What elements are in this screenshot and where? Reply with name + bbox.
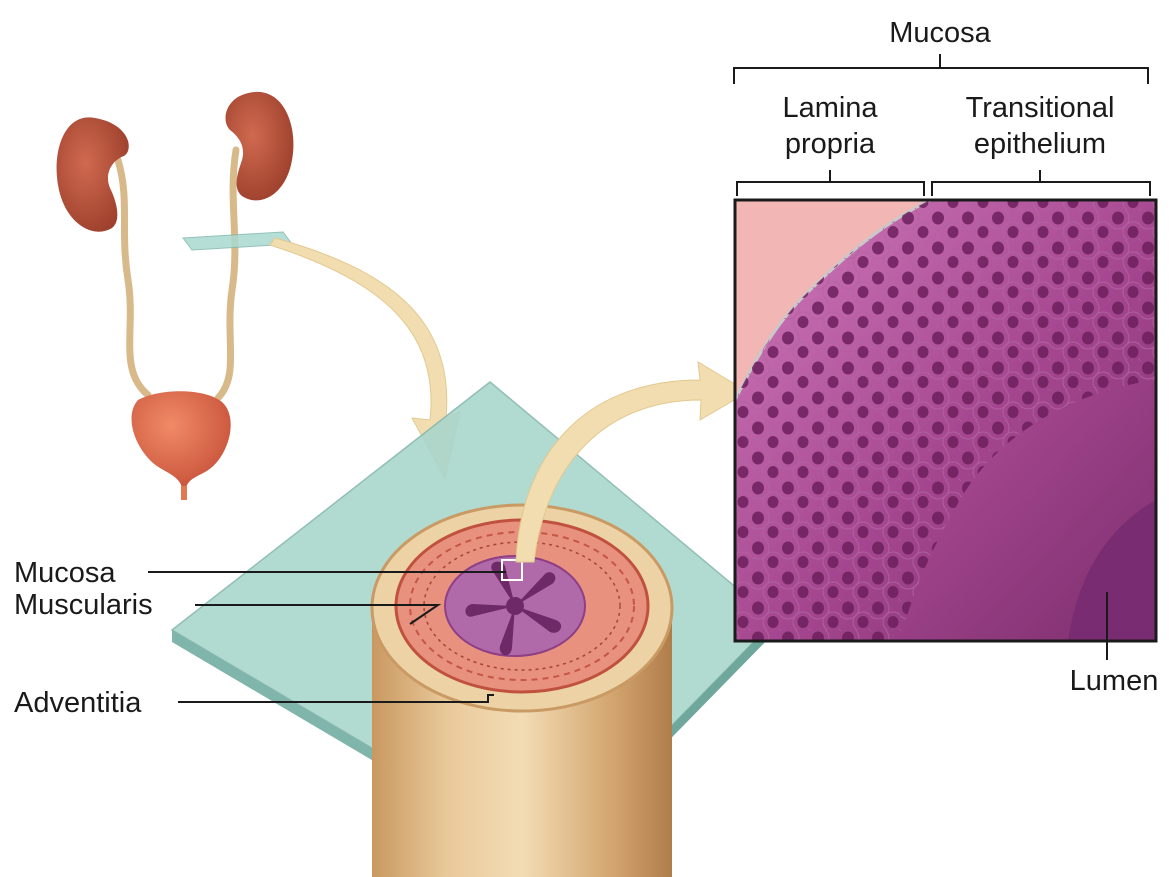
left-kidney (57, 117, 129, 231)
micrograph-panel (735, 200, 1156, 641)
urinary-system-illustration (57, 92, 294, 500)
mucosa-top-label: Mucosa (889, 17, 991, 49)
mucosa-left-label: Mucosa (14, 557, 116, 589)
mucosa-bracket (734, 54, 1148, 84)
transitional-epithelium-bracket (932, 170, 1150, 196)
lamina-propria-bracket (737, 170, 924, 196)
lamina-propria-label-line1: Lamina (782, 92, 878, 124)
muscularis-label: Muscularis (14, 589, 153, 621)
bladder (132, 391, 231, 488)
urethra (181, 486, 187, 500)
transitional-epithelium-label-line1: Transitional (966, 92, 1115, 124)
adventitia-label: Adventitia (14, 687, 142, 719)
lumen-label: Lumen (1070, 665, 1159, 697)
lamina-propria-label-line2: propria (785, 128, 876, 160)
transitional-epithelium-label-line2: epithelium (974, 128, 1106, 160)
right-ureter (218, 150, 236, 398)
left-ureter (118, 160, 148, 395)
